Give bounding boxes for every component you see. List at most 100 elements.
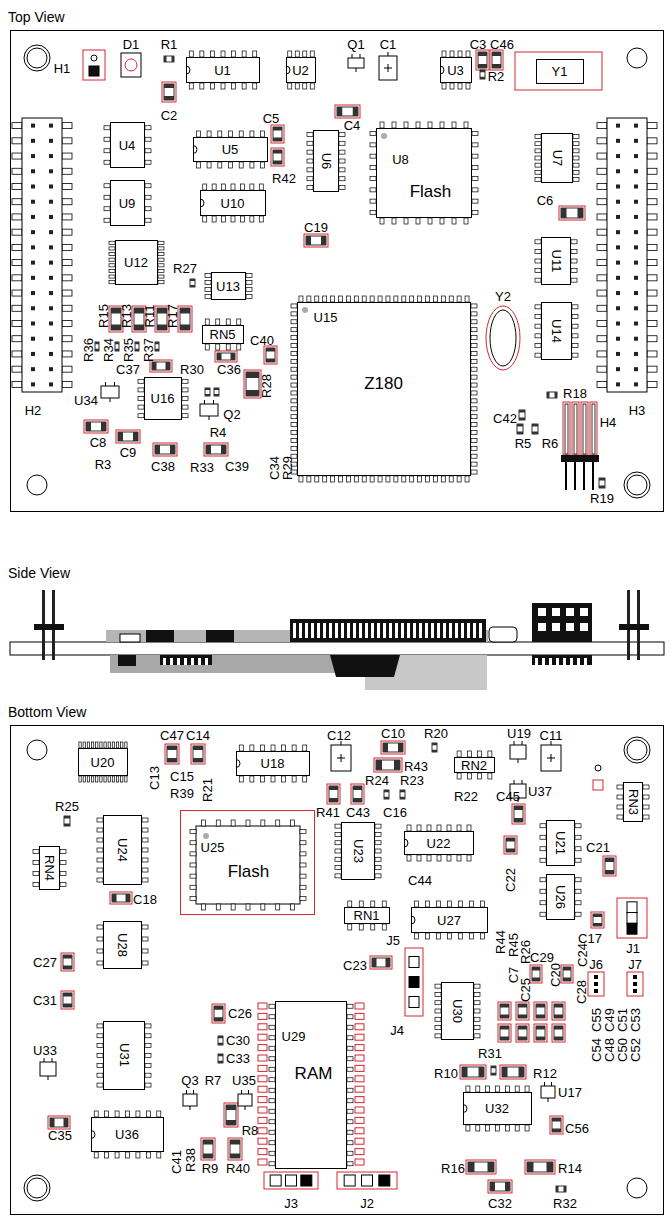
reference-designator: C44: [408, 874, 432, 887]
smd-part: [63, 955, 72, 969]
part-designator: U32: [485, 1102, 509, 1115]
reference-designator: C31: [33, 994, 57, 1007]
chip-pin: [158, 264, 164, 267]
part-designator: U27: [437, 913, 461, 926]
reference-designator: C3: [470, 38, 487, 51]
chip-pin: [288, 83, 292, 89]
pad-outline: [191, 744, 205, 764]
chip-pin: [575, 824, 581, 828]
chip-pin: [231, 216, 235, 222]
pad: [355, 1128, 364, 1134]
pad-outline: [559, 206, 585, 220]
pin-profile: [425, 623, 428, 638]
square-pad: [89, 66, 99, 76]
pin1-notch: [440, 66, 444, 74]
part-terminal: [383, 743, 388, 752]
chip-pin: [386, 476, 390, 482]
part-terminal: [170, 445, 175, 454]
header-pad: [597, 260, 607, 266]
part-terminal: [50, 1118, 55, 1127]
part-terminal: [518, 1037, 527, 1041]
reference-designator: R39: [170, 787, 194, 800]
chip-pin: [315, 476, 319, 482]
chip-pin: [525, 1125, 529, 1131]
header-pin: [49, 276, 53, 280]
header-pad: [62, 229, 72, 235]
part-terminal: [193, 758, 203, 762]
chip-pin: [239, 162, 243, 168]
chip-pin: [203, 216, 207, 222]
chip-body: [541, 133, 573, 183]
smd-part: [306, 236, 326, 245]
part-designator: U11: [549, 249, 562, 272]
part-terminal: [205, 394, 210, 396]
part-designator: U26: [554, 885, 567, 909]
chip-pin: [394, 476, 398, 482]
chip-outline: U28: [103, 921, 142, 969]
pad-outline: [498, 1024, 511, 1042]
reference-designator: C30: [226, 1034, 250, 1047]
chip-pin: [310, 83, 314, 89]
reference-designator: R41: [316, 806, 340, 819]
chip-pin: [261, 162, 265, 168]
smd-part: [536, 1004, 545, 1018]
chip-pin: [242, 83, 246, 89]
part-terminal: [561, 208, 567, 218]
smd-part: [383, 743, 403, 752]
smd-part: [190, 279, 195, 287]
part-terminal: [532, 424, 538, 427]
header-pad: [62, 351, 72, 357]
header-pad: [12, 366, 22, 372]
chip-pin: [142, 868, 148, 872]
component-profile: [206, 630, 234, 642]
chip-pin: [472, 188, 478, 192]
jumper-pin: [594, 989, 598, 993]
chip-pin: [346, 476, 350, 482]
chip-pin: [299, 476, 303, 482]
header-pad: [647, 275, 657, 281]
smd-part: [86, 422, 106, 431]
chip-outline: U32: [463, 1092, 532, 1125]
header-pin: [616, 291, 620, 295]
pin-profile: [455, 623, 458, 638]
smd-part: [532, 424, 538, 434]
header-pad: [597, 168, 607, 174]
reference-designator: C11: [540, 729, 563, 742]
chip-pin: [221, 83, 225, 89]
view-title: Top View: [8, 10, 65, 24]
sot-lead: [548, 1098, 549, 1102]
sot-lead: [352, 54, 353, 58]
chip-pin: [339, 186, 345, 190]
part-terminal: [432, 750, 437, 752]
header-spacer-profile: [619, 624, 649, 630]
header-pad: [597, 290, 607, 296]
reference-designator: C26: [228, 1007, 252, 1020]
chip-outline: RN5: [202, 325, 244, 344]
smd-part: [164, 56, 174, 62]
part-terminal: [115, 342, 119, 344]
chip-body: [546, 820, 575, 866]
part-terminal: [203, 1140, 213, 1145]
pad: [258, 1065, 267, 1071]
chip-pin: [300, 863, 306, 867]
chip-outline: U15Z180: [297, 302, 471, 476]
part-terminal: [221, 445, 226, 454]
chip-pin: [125, 776, 127, 782]
chip-body: [144, 377, 182, 420]
header-pad: [597, 366, 607, 372]
sot-body: [510, 745, 526, 759]
part-designator: U25: [201, 840, 225, 853]
chip-outline: U9: [110, 180, 145, 226]
smd-part: [214, 388, 219, 396]
part-terminal: [64, 816, 70, 819]
chip-pin: [142, 858, 148, 862]
part-terminal: [63, 966, 72, 970]
pad-outline: [381, 741, 405, 754]
pin-profile: [473, 623, 476, 638]
header-pin: [31, 367, 35, 371]
sot-body: [238, 1094, 252, 1106]
part-terminal: [384, 797, 389, 799]
header-pad: [647, 305, 657, 311]
part-terminal: [63, 1004, 72, 1008]
header-pad: [12, 305, 22, 311]
